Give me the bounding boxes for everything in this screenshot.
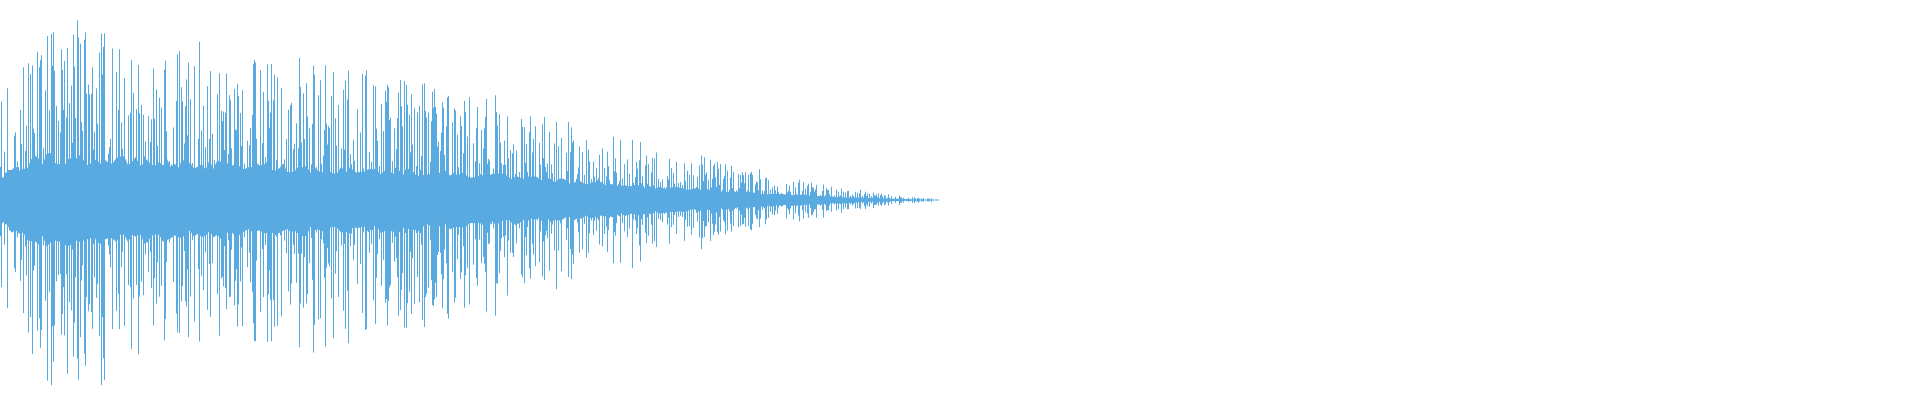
waveform-core-band [0, 152, 932, 247]
waveform-core [0, 152, 940, 247]
